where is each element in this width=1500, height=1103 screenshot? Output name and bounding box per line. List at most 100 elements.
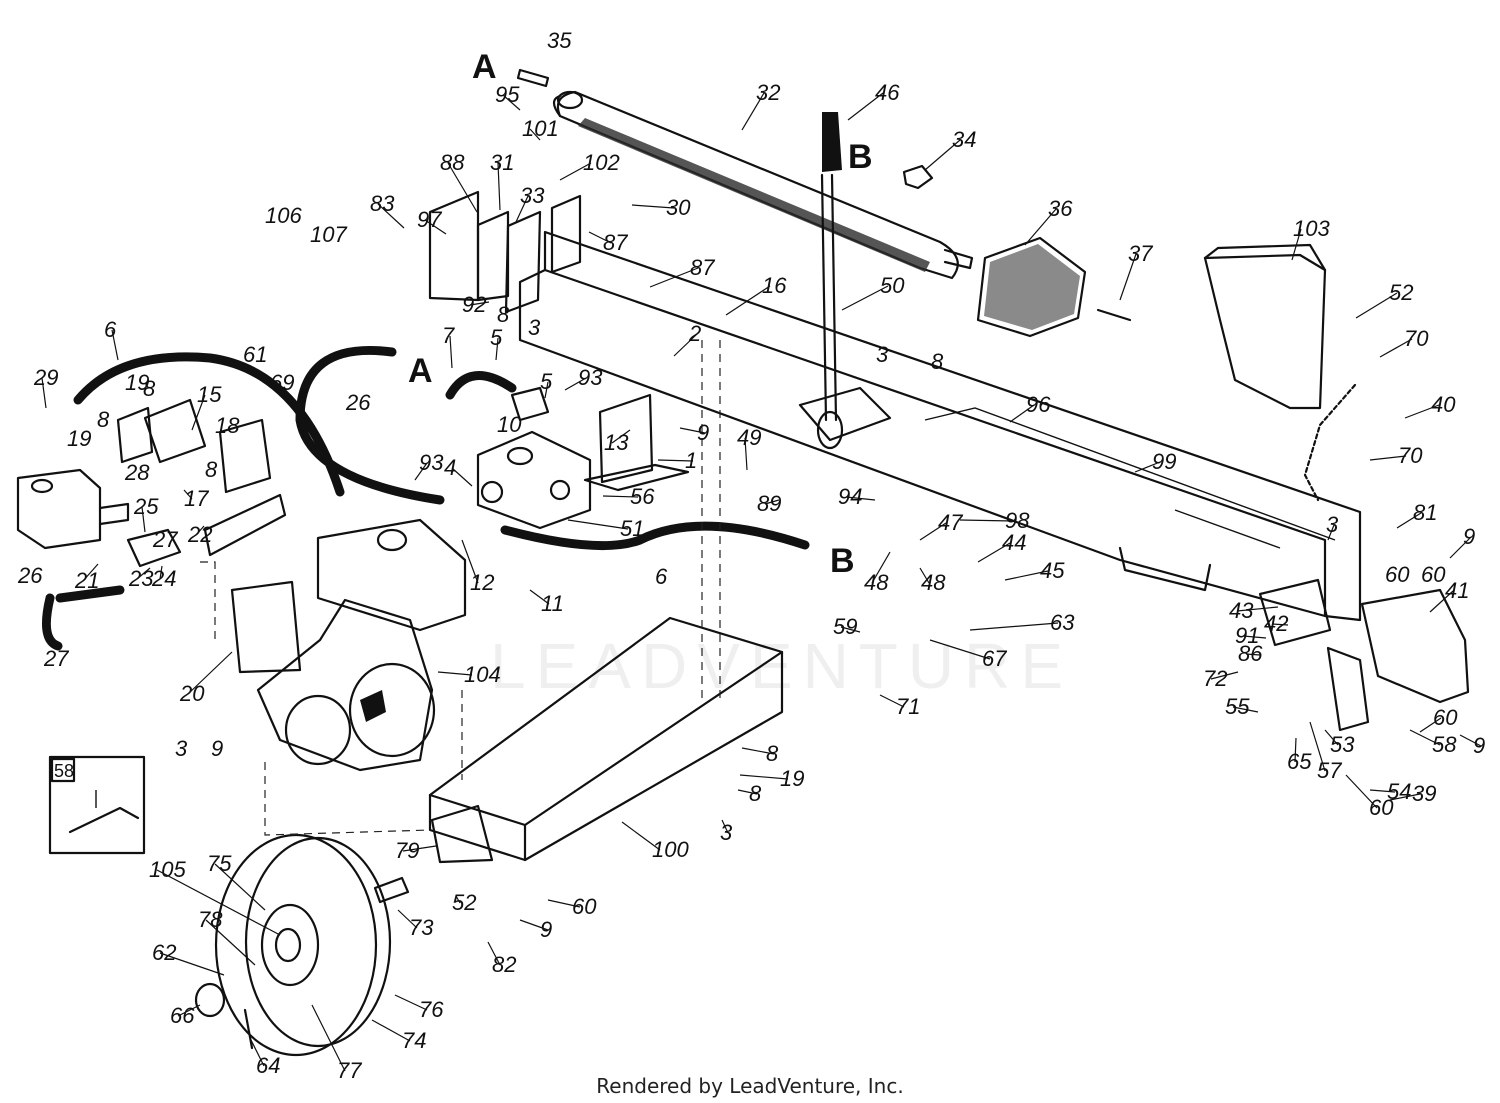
callout-leader-line: [187, 651, 233, 695]
callout-leader-line: [1419, 717, 1442, 733]
callout-leader-line: [469, 301, 490, 306]
callout-leader-line: [840, 626, 861, 633]
callout-number: 98: [1005, 508, 1030, 533]
callout-number: 21: [74, 568, 99, 593]
callout-leader-line: [1396, 512, 1422, 529]
callout-number: 101: [522, 116, 559, 141]
control-lever: [798, 112, 892, 450]
callout-number: 3: [1326, 512, 1339, 537]
callout-number: 48: [864, 570, 889, 595]
callout-leader-line: [1404, 404, 1440, 419]
callout-number: 105: [149, 857, 186, 882]
callout-leader-line: [919, 522, 947, 541]
callout-number: 27: [152, 527, 178, 552]
callout-number: 26: [345, 390, 371, 415]
callout-number: 41: [1445, 578, 1469, 603]
callout-number: 3: [720, 820, 733, 845]
callout-number: 9: [540, 917, 552, 942]
callout-number: 107: [310, 222, 347, 247]
callout-leader-line: [159, 952, 225, 976]
footer-credit: Rendered by LeadVenture, Inc.: [596, 1074, 903, 1098]
callout-leader-line: [515, 195, 529, 223]
callout-number: 52: [452, 890, 476, 915]
callout-leader-line: [919, 567, 930, 584]
callout-number: 23: [128, 566, 154, 591]
callout-leader-line: [249, 1037, 265, 1067]
callout-leader-line: [1369, 455, 1407, 461]
callout-number: 70: [1404, 326, 1429, 351]
callout-leader-line: [1009, 404, 1035, 423]
callout-number: 51: [620, 516, 644, 541]
callout-number: 74: [402, 1028, 426, 1053]
callout-number: 93: [419, 450, 444, 475]
callout-leader-line: [402, 845, 437, 852]
callout-leader-line: [1232, 706, 1259, 713]
callout-number: 9: [697, 420, 709, 445]
callout-leader-line: [744, 437, 748, 471]
callout-number: 52: [1389, 280, 1413, 305]
callout-number: 46: [875, 80, 900, 105]
callout-leader-line: [195, 525, 205, 536]
callout-leader-line: [1309, 721, 1326, 772]
callout-number: 72: [1203, 666, 1227, 691]
callout-leader-line: [424, 219, 447, 235]
callout-number: 67: [982, 646, 1007, 671]
callout-number: 103: [1293, 216, 1330, 241]
callout-number: 106: [265, 203, 302, 228]
callout-number: 19: [780, 766, 804, 791]
callout-number: 11: [541, 591, 564, 616]
callout-leader-line: [1134, 461, 1161, 473]
callout-number: 93: [578, 365, 603, 390]
callout-leader-line: [455, 895, 461, 904]
callout-leader-line: [451, 467, 473, 487]
valve-bracket: [583, 393, 690, 492]
callout-leader-line: [544, 381, 549, 399]
callout-leader-line: [529, 589, 550, 605]
callout-number: 60: [1369, 795, 1394, 820]
callout-leader-line: [156, 869, 281, 936]
callout-number: 36: [1048, 196, 1073, 221]
callout-number: 8: [497, 302, 510, 327]
callout-leader-line: [845, 496, 876, 501]
callout-number: 92: [462, 292, 486, 317]
callout-number: 40: [1431, 392, 1456, 417]
callout-number: 20: [179, 681, 205, 706]
callout-leader-line: [847, 92, 884, 121]
callout-number: 76: [419, 997, 444, 1022]
letter-a-mid: A: [408, 352, 433, 390]
callout-leader-line: [447, 162, 478, 213]
callout-leader-line: [311, 1004, 346, 1072]
callout-leader-line: [621, 821, 661, 851]
callout-number: 25: [133, 494, 159, 519]
callout-number: 58: [1432, 732, 1457, 757]
callout-number: 60: [572, 894, 597, 919]
callout-leader-line: [1294, 737, 1297, 763]
assembly-guide-lines: [200, 340, 721, 836]
callout-number: 3: [528, 315, 541, 340]
callout-leader-line: [1429, 590, 1454, 613]
coupler-guard: [116, 398, 272, 494]
callout-leader-line: [449, 335, 453, 369]
callout-number: 83: [370, 191, 395, 216]
callout-leader-line: [214, 863, 266, 911]
callout-number: 65: [1287, 749, 1312, 774]
callout-number: 24: [151, 566, 176, 591]
callout-leader-line: [177, 1004, 201, 1017]
valve-plate-assembly: [428, 190, 582, 314]
callout-number: 6: [655, 564, 668, 589]
callout-leader-line: [529, 128, 541, 141]
callout-number: 28: [124, 460, 150, 485]
callout-leader-line: [136, 567, 151, 580]
inset-box: [48, 755, 146, 855]
callout-number: 1: [685, 448, 697, 473]
callout-number: 79: [395, 838, 419, 863]
engine: [230, 518, 467, 772]
letter-b-mid: B: [830, 542, 855, 580]
wheel-assembly: [194, 833, 410, 1057]
callout-number: 8: [143, 376, 156, 401]
callout-leader-line: [1449, 536, 1472, 559]
callout-leader-line: [497, 162, 501, 211]
callout-number: 10: [497, 412, 522, 437]
